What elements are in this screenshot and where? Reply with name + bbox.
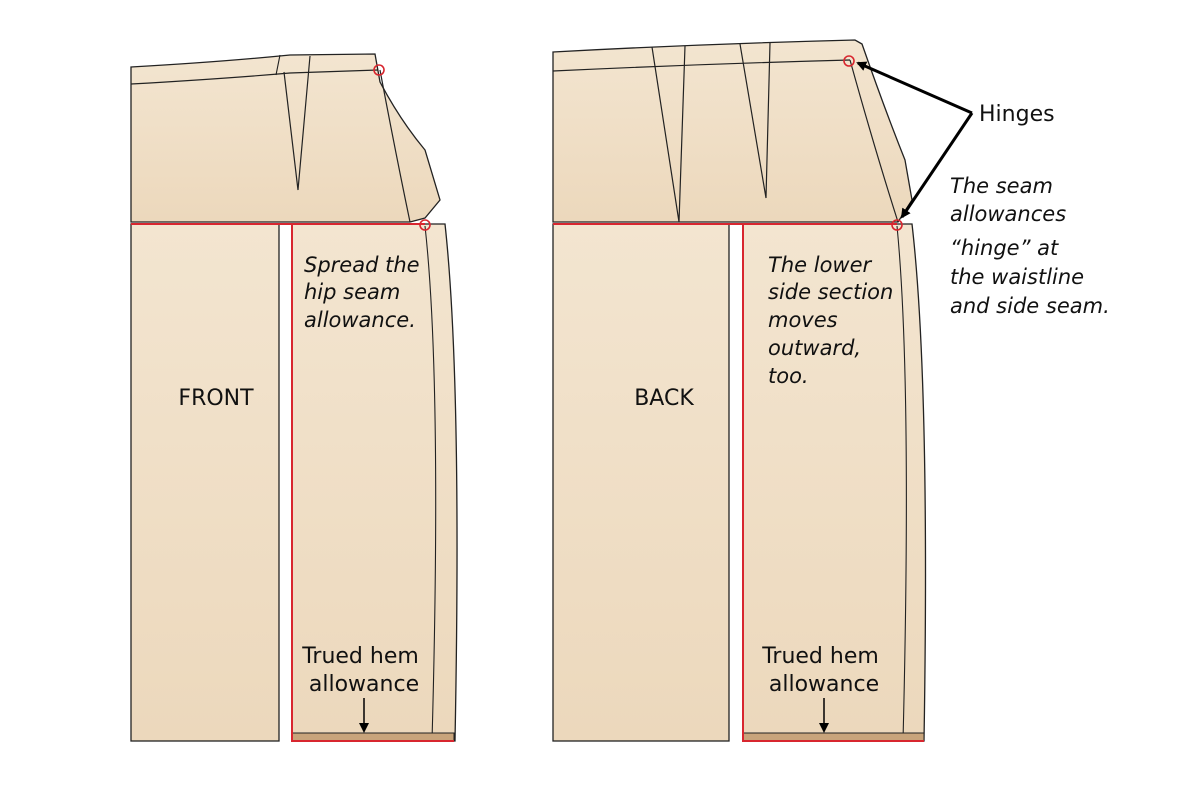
- back-panel: [552, 39, 927, 742]
- front-note: Spread the hip seam allowance.: [304, 253, 426, 332]
- back-note-line-3: moves: [768, 308, 838, 332]
- front-note-line-3: allowance.: [304, 308, 416, 332]
- back-waistband-line: [552, 59, 851, 72]
- back-center-section: [552, 223, 730, 742]
- back-side-slash: [742, 224, 924, 742]
- hinges-note-line-5: and side seam.: [950, 294, 1110, 318]
- front-hinge-side: [419, 219, 431, 231]
- front-label: FRONT: [178, 386, 254, 411]
- front-note-line-2: hip seam: [304, 280, 400, 304]
- front-hem-label: Trued hem allowance: [301, 644, 426, 697]
- back-dart-right: [739, 42, 771, 199]
- back-note: The lower side section moves outward, to…: [768, 253, 900, 388]
- back-label: BACK: [634, 386, 694, 411]
- front-hem-band: [291, 732, 455, 742]
- front-side-slash: [291, 224, 454, 742]
- back-note-line-5: too.: [768, 364, 809, 388]
- back-yoke: [552, 39, 913, 223]
- front-note-line-1: Spread the: [304, 253, 420, 277]
- back-side-seamline: [896, 225, 907, 742]
- front-side-seamline: [424, 225, 437, 742]
- back-hem-band: [742, 732, 925, 742]
- front-hinge-waist: [373, 64, 385, 76]
- back-hinge-waist: [843, 55, 855, 67]
- hinges-title: Hinges: [979, 102, 1055, 127]
- hinges-note-line-3: “hinge” at: [950, 236, 1059, 260]
- front-waistband-line: [130, 69, 379, 85]
- front-side-allowance: [379, 69, 411, 223]
- hinges-note-line-4: the waistline: [950, 265, 1084, 289]
- front-center-section: [130, 223, 280, 742]
- hinges-note-line-2: allowances: [950, 202, 1066, 226]
- back-note-line-2: side section: [768, 280, 893, 304]
- hinge-pointer-arrows: [856, 61, 974, 219]
- back-side-allowance: [849, 59, 899, 223]
- front-panel: [130, 53, 458, 742]
- hinges-note-line-1: The seam: [950, 174, 1053, 198]
- back-dart-left: [651, 45, 686, 223]
- back-side-section: [742, 223, 927, 742]
- back-note-line-4: outward,: [768, 336, 861, 360]
- front-hem-line-2: allowance: [309, 672, 419, 697]
- hinge-arrow-side: [900, 112, 974, 219]
- front-yoke: [130, 53, 441, 223]
- back-hem-line-1: Trued hem: [761, 644, 879, 669]
- front-hem-line-1: Trued hem: [301, 644, 419, 669]
- back-note-line-1: The lower: [768, 253, 873, 277]
- back-hem-line-2: allowance: [769, 672, 879, 697]
- back-hinge-side: [891, 219, 903, 231]
- back-hem-label: Trued hem allowance: [761, 644, 886, 697]
- front-side-section: [291, 223, 458, 742]
- hinges-note: The seam allowances “hinge” at the waist…: [950, 174, 1110, 318]
- hinge-arrow-waist: [856, 61, 973, 115]
- front-dart: [283, 55, 311, 191]
